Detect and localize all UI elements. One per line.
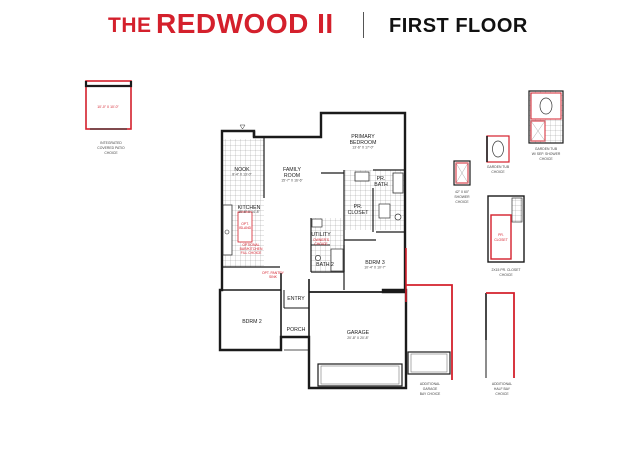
floor-label: FIRST FLOOR [389, 15, 528, 37]
bay-caption-3: BAY CHOICE [420, 392, 441, 396]
nook-door-arrow [239, 124, 246, 130]
garden-tub-shower-option: GARDEN TUB W/ SEP. SHOWER CHOICE [528, 90, 564, 161]
garage-door [317, 363, 403, 387]
utility-label: UTILITY [311, 232, 331, 238]
shower-option: 42" X 60" SHOWER CHOICE [453, 160, 471, 204]
primary-dim: 13'-6" X 17'-0" [352, 146, 374, 150]
garden-tub-option: GARDEN TUB CHOICE [486, 135, 510, 174]
laundry-opt-2: CHOICE [314, 242, 328, 246]
prbath-label-2: BATH [374, 182, 388, 188]
halfbay-caption-3: CHOICE [495, 392, 509, 396]
kitchen-label: KITCHEN [238, 205, 261, 211]
shower-caption-1: 42" X 60" [455, 190, 470, 194]
main-plan [218, 111, 408, 390]
patio-caption-1: INTEGRATED [100, 141, 122, 145]
gts-caption-3: CHOICE [539, 157, 553, 161]
model-name: REDWOOD II [156, 8, 334, 39]
shower-caption-3: CHOICE [455, 200, 469, 204]
gts-caption-1: GARDEN TUB [535, 147, 558, 151]
gt-caption-2: CHOICE [491, 170, 505, 174]
shower-caption-2: SHOWER [454, 195, 470, 199]
dining-opt-3: FILL CHOICE [241, 251, 263, 255]
family-label-2: ROOM [284, 173, 300, 179]
title-prefix: THE [108, 14, 152, 37]
bdrm2-label: BDRM 2 [242, 319, 262, 325]
closet-box-1: PR. [498, 233, 504, 237]
nook-dim: 8'-4" X 13'-0" [232, 173, 252, 177]
prbath-tub [392, 172, 404, 194]
half-bay-option: ADDITIONAL HALF BAY CHOICE [485, 292, 515, 396]
primary-label-2: BEDROOM [350, 140, 377, 146]
bath2-toilet [315, 255, 321, 261]
utility-washer [311, 218, 323, 228]
patio-option: 10'-0" X 10'-0" INTEGRATED COVERED PATIO… [84, 80, 133, 155]
entry-label: ENTRY [287, 296, 305, 302]
kitchen-island [237, 211, 253, 243]
prbath-toilet [394, 213, 402, 221]
patio-dim: 10'-0" X 10'-0" [97, 105, 119, 109]
gt-caption-1: GARDEN TUB [487, 165, 510, 169]
pantry-opt-1: OPT. PANTRY [262, 271, 285, 275]
dining-opt-1: OPTIONAL [242, 243, 259, 247]
dining-opt-2: BAR/KITCHEN [240, 247, 263, 251]
garage-dim: 20'-8" X 20'-8" [347, 336, 369, 340]
prcloset-label-2: CLOSET [348, 210, 370, 216]
closet-caption-2: CHOICE [499, 273, 513, 277]
prbath-label-1: PR. [377, 176, 386, 182]
bdrm3-label: BDRM 3 [365, 260, 385, 266]
bath2-tub [330, 248, 344, 272]
closet-caption-1: 2X15 PR. CLOSET [491, 268, 520, 272]
gts-caption-2: W/ SEP. SHOWER [532, 152, 561, 156]
laundry-opt-1: OWNER'S [313, 238, 330, 242]
halfbay-caption-2: HALF BAY [494, 387, 511, 391]
closet-option: PR. CLOSET 2X15 PR. CLOSET CHOICE [487, 195, 525, 277]
porch-label: PORCH [287, 327, 306, 333]
title-divider [363, 12, 364, 38]
patio-caption-3: CHOICE [104, 151, 118, 155]
nook-label: NOOK [234, 167, 250, 173]
garage-label: GARAGE [347, 330, 370, 336]
family-dim: 15'-7" X 16'-6" [281, 179, 303, 183]
bath2-label: BATH 2 [316, 262, 334, 268]
island-opt-1: OPT. [241, 222, 249, 226]
bay-caption-1: ADDITIONAL [420, 382, 440, 386]
title-bar: THE REDWOOD II FIRST FLOOR [0, 8, 640, 44]
family-label-1: FAMILY [283, 167, 302, 173]
kitchen-sink [224, 229, 230, 235]
primary-label-1: PRIMARY [351, 134, 375, 140]
patio-caption-2: COVERED PATIO [97, 146, 125, 150]
closet-box-2: CLOSET [494, 238, 508, 242]
prbath-shower [378, 203, 391, 219]
pantry-opt-2: SINK [269, 275, 278, 279]
halfbay-caption-1: ADDITIONAL [492, 382, 512, 386]
island-opt-2: ISLAND [239, 226, 252, 230]
kitchen-dim: 10'-6" X 14'-8" [238, 210, 260, 214]
prcloset-label-1: PR. [354, 204, 363, 210]
garage-bay-option: ADDITIONAL GARAGE BAY CHOICE [406, 284, 453, 396]
bay-caption-2: GARAGE [423, 387, 438, 391]
garage-door-panel [320, 365, 400, 385]
prbath-vanity [354, 171, 370, 182]
bdrm3-dim: 10'-4" X 10'-7" [364, 266, 386, 270]
